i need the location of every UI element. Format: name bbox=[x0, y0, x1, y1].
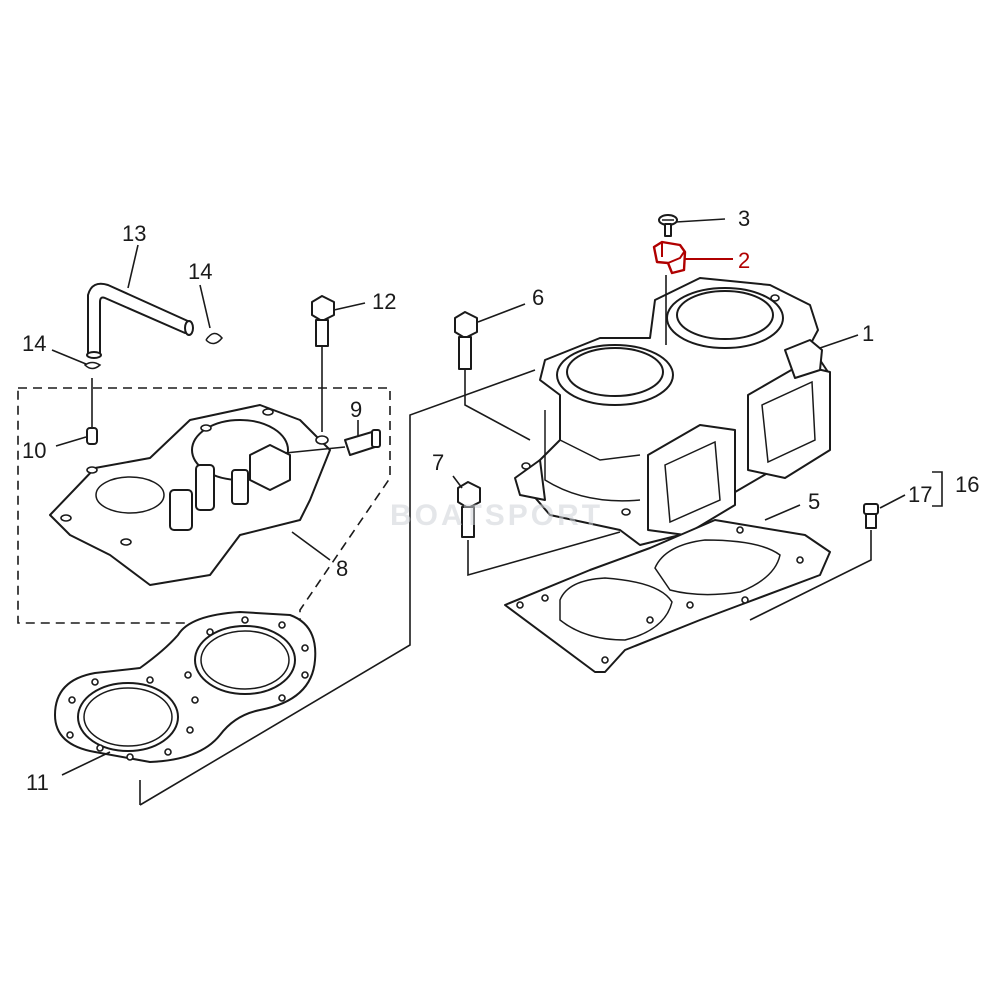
cylinder-head-part bbox=[49, 404, 331, 586]
callout-8: 8 bbox=[336, 556, 348, 581]
callout-16: 16 bbox=[955, 472, 979, 497]
bolt-part-6 bbox=[454, 311, 478, 370]
assembly-group-box bbox=[17, 387, 391, 624]
callout-14-top: 14 bbox=[188, 259, 212, 284]
head-gasket-part bbox=[54, 611, 317, 763]
callout-11: 11 bbox=[26, 770, 49, 795]
callout-6: 6 bbox=[532, 285, 544, 310]
callout-12: 12 bbox=[372, 289, 396, 314]
callout-2: 2 bbox=[738, 248, 750, 273]
bracket-part-2 bbox=[652, 240, 687, 275]
callout-9: 9 bbox=[350, 397, 362, 422]
hose-part bbox=[86, 282, 194, 359]
watermark-text: BOATSPORT bbox=[390, 499, 603, 532]
callout-14-left: 14 bbox=[22, 331, 46, 356]
callout-13: 13 bbox=[122, 221, 146, 246]
screw-part-3 bbox=[658, 214, 678, 237]
callout-17: 17 bbox=[908, 482, 932, 507]
callout-7: 7 bbox=[432, 450, 444, 475]
base-gasket-part bbox=[504, 519, 831, 673]
callout-1: 1 bbox=[862, 321, 874, 346]
callout-5: 5 bbox=[808, 489, 820, 514]
bolt-part-7 bbox=[457, 481, 481, 538]
fitting-part bbox=[344, 429, 381, 456]
reference-line-11 bbox=[139, 369, 536, 806]
hose-clamp-part bbox=[83, 332, 223, 370]
callout-3: 3 bbox=[738, 206, 750, 231]
bolt-part-12 bbox=[311, 295, 335, 347]
dowel-pin-part bbox=[86, 427, 98, 445]
plug-part-17 bbox=[863, 503, 879, 529]
callout-10: 10 bbox=[22, 438, 46, 463]
